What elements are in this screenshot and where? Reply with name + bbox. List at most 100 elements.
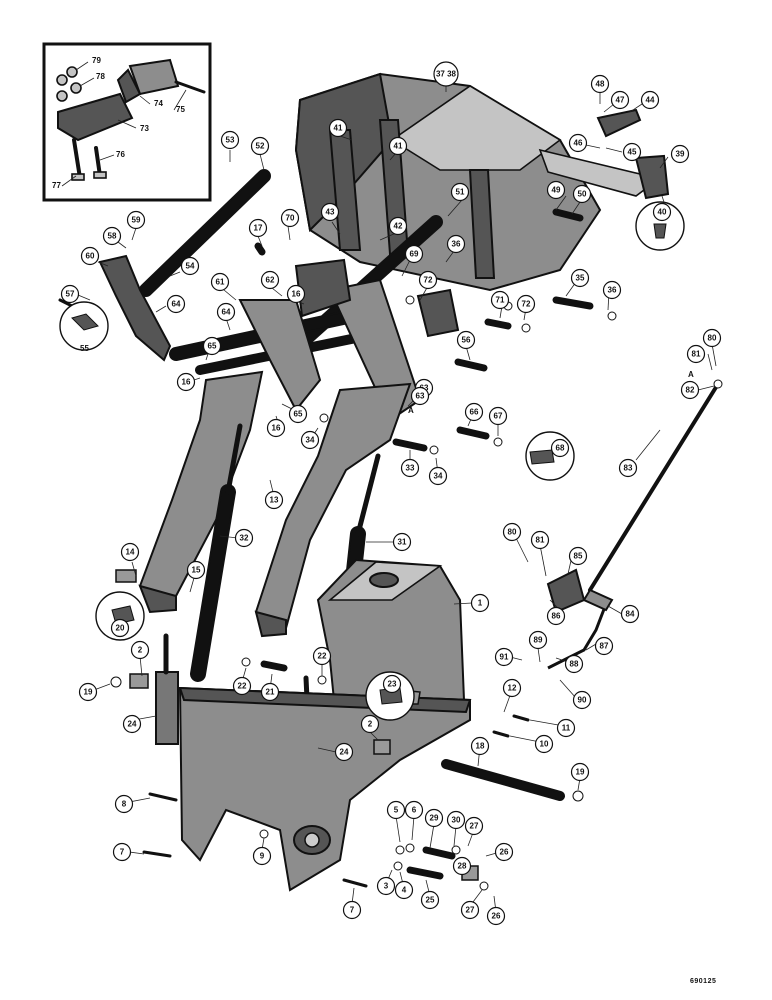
- callout-ring: [180, 256, 200, 276]
- callout-number: 15: [192, 566, 201, 575]
- callout-ring: [680, 380, 700, 400]
- callout-ring: [404, 244, 424, 264]
- callout-c-18: 18: [470, 736, 490, 756]
- callout-number: 54: [186, 262, 195, 271]
- callout-number: 48: [596, 80, 605, 89]
- callout-ring: [120, 542, 140, 562]
- callout-number: 12: [508, 684, 517, 693]
- callout-ring: [328, 118, 348, 138]
- drawing-code: 690125: [690, 978, 717, 985]
- callout-c-16c: 16: [266, 418, 286, 438]
- callout-number: 63: [416, 392, 425, 401]
- callout-ring: [394, 880, 414, 900]
- callout-number: 16: [292, 290, 301, 299]
- callout-number: 14: [126, 548, 135, 557]
- callout-number: 20: [116, 624, 125, 633]
- inset-label-76: 76: [116, 150, 125, 159]
- arrow-marker-a-left: A: [408, 406, 414, 415]
- callout-c-87: 87: [594, 636, 614, 656]
- callout-c-64b: 64: [216, 302, 236, 322]
- bracket-69-mount: [416, 288, 460, 338]
- callout-c-1: 1: [470, 593, 490, 613]
- callout-number: 82: [686, 386, 695, 395]
- callout-number: 24: [340, 748, 349, 757]
- callout-c-20: 20: [110, 618, 130, 638]
- callout-number: 65: [208, 342, 217, 351]
- callout-c-86: 86: [546, 606, 566, 626]
- control-rod-87: [547, 603, 608, 670]
- callout-ring: [564, 654, 584, 674]
- callout-c-53: 53: [220, 130, 240, 150]
- callout-c-59: 59: [126, 210, 146, 230]
- callout-number: 87: [600, 642, 609, 651]
- callout-ring: [286, 284, 306, 304]
- callout-ring: [420, 890, 440, 910]
- callout-c-6: 6: [404, 800, 424, 820]
- callout-ring: [686, 344, 706, 364]
- callout-c-17: 17: [248, 218, 268, 238]
- callout-c-49: 49: [546, 180, 566, 200]
- callout-number: 42: [394, 222, 403, 231]
- callout-c-15: 15: [186, 560, 206, 580]
- callout-c-82: 82: [680, 380, 700, 400]
- inset-label-73: 73: [140, 124, 149, 133]
- callout-number: 89: [534, 636, 543, 645]
- callout-c-81b: 81: [530, 530, 550, 550]
- callout-ring: [334, 742, 354, 762]
- callout-number: 17: [254, 224, 263, 233]
- link-84: [582, 588, 614, 612]
- callout-ring: [418, 270, 438, 290]
- callout-ring: [502, 522, 522, 542]
- inset-label-75: 75: [176, 105, 185, 114]
- callout-c-44: 44: [640, 90, 660, 110]
- callout-ring: [260, 682, 280, 702]
- callout-c-46: 46: [568, 133, 588, 153]
- inset-label-78: 78: [96, 72, 105, 81]
- callout-c-2a: 2: [130, 640, 150, 660]
- callout-c-66: 66: [464, 402, 484, 422]
- callout-ring: [572, 690, 592, 710]
- callout-number: 90: [578, 696, 587, 705]
- callout-c-7a: 7: [112, 842, 132, 862]
- callout-number: 29: [430, 814, 439, 823]
- callout-ring: [550, 438, 570, 458]
- loader-arm-right: [254, 382, 412, 638]
- callout-c-71: 71: [490, 290, 510, 310]
- callout-c-27b: 27: [460, 900, 480, 920]
- callout-ring: [220, 130, 240, 150]
- callout-number: 13: [270, 496, 279, 505]
- callout-c-47: 47: [610, 90, 630, 110]
- mounting-frame-1: [178, 558, 472, 892]
- callout-c-11: 11: [556, 718, 576, 738]
- arrow-marker-a-right: A: [688, 370, 694, 379]
- callout-number: 3: [384, 882, 389, 891]
- callout-ring: [112, 842, 132, 862]
- callout-c-91: 91: [494, 647, 514, 667]
- callout-number: 27: [470, 822, 479, 831]
- callout-ring: [130, 640, 150, 660]
- callout-ring: [516, 294, 536, 314]
- callout-ring: [342, 900, 362, 920]
- callout-number: 40: [658, 208, 667, 217]
- callout-c-42: 42: [388, 216, 408, 236]
- callout-ring: [376, 876, 396, 896]
- callout-number: 53: [226, 136, 235, 145]
- callout-number: 44: [646, 96, 655, 105]
- callout-c-3: 3: [376, 876, 396, 896]
- callout-ring: [288, 404, 308, 424]
- callout-number: 84: [626, 610, 635, 619]
- callout-ring: [570, 268, 590, 288]
- callout-number: 69: [410, 250, 419, 259]
- callout-ring: [494, 842, 514, 862]
- callout-ring: [388, 216, 408, 236]
- callout-c-26b: 26: [486, 906, 506, 926]
- callout-c-89: 89: [528, 630, 548, 650]
- callout-ring: [126, 210, 146, 230]
- callout-c-85: 85: [568, 546, 588, 566]
- callout-number: 51: [456, 188, 465, 197]
- callout-ring: [428, 466, 448, 486]
- callout-number: 31: [398, 538, 407, 547]
- callout-c-81a: 81: [686, 344, 706, 364]
- bracket-44: [596, 108, 642, 138]
